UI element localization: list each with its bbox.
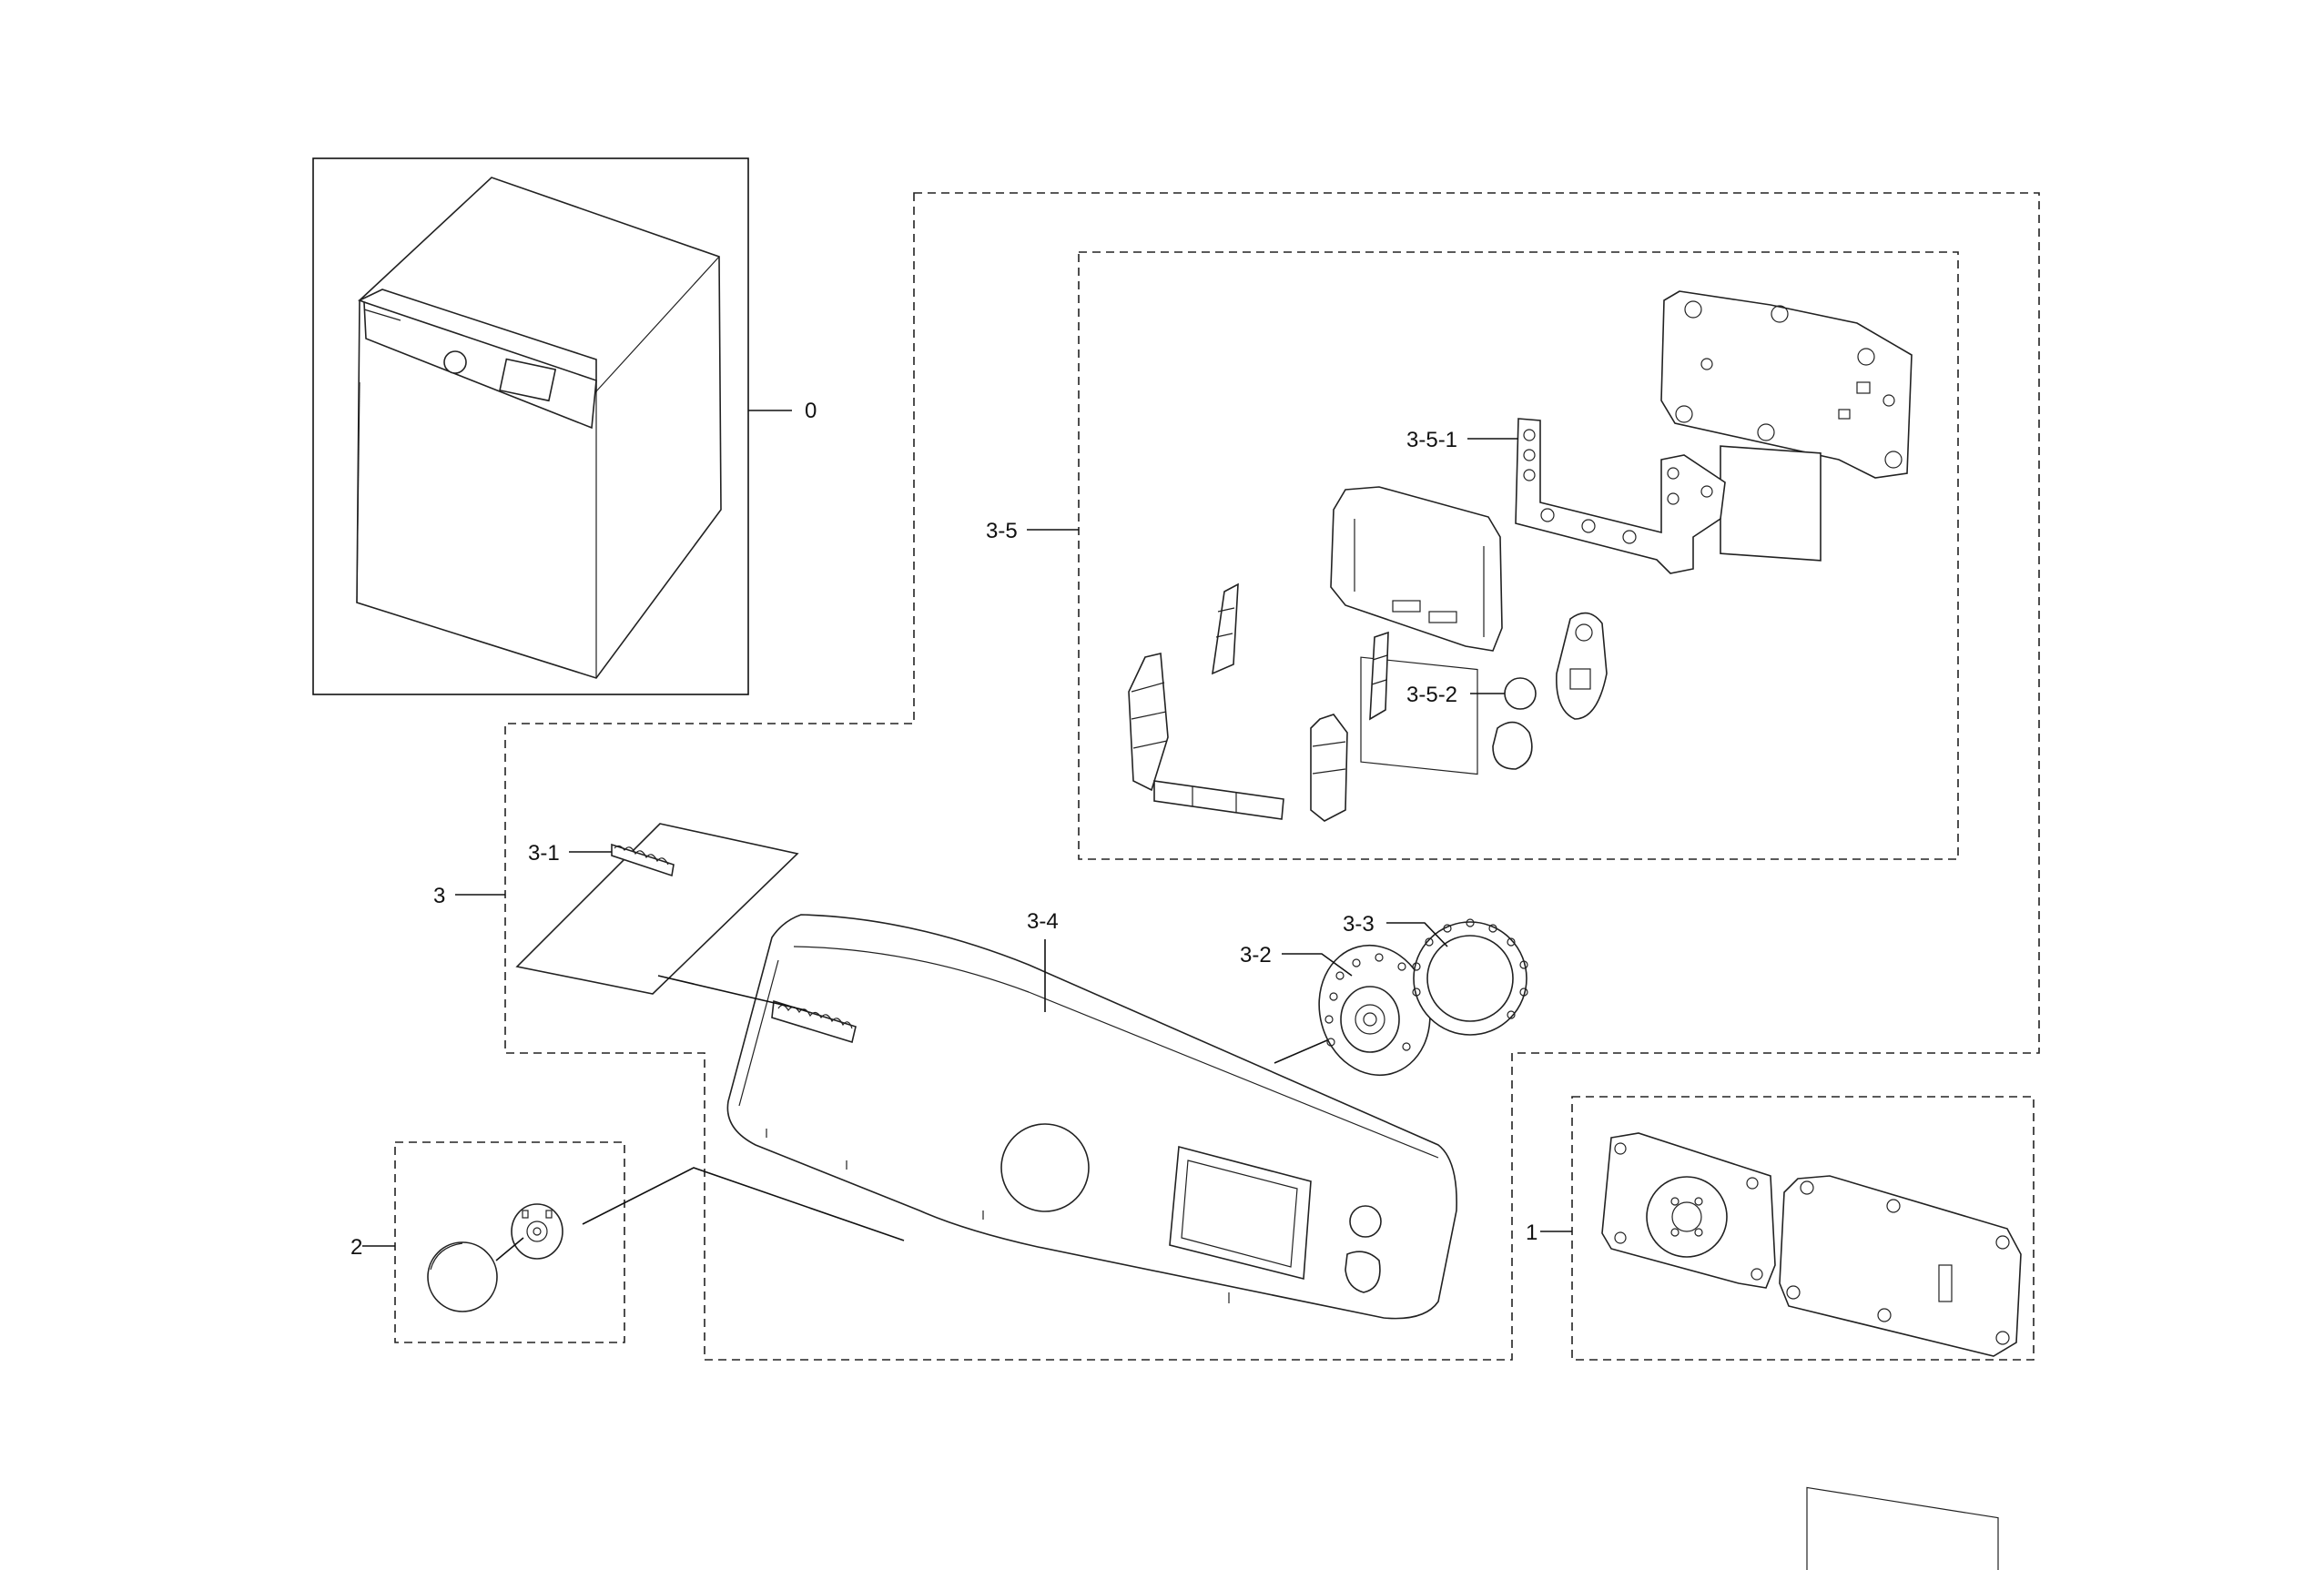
assembly-1-outline [1571,1096,2035,1361]
led-board-3-5-1 [1515,418,1726,574]
sub-pcb-1a [1601,1132,1776,1289]
label-3-2: 3-2 [1240,943,1272,967]
dryer-cabinet-icon [356,177,722,679]
label-3-5-2: 3-5-2 [1406,683,1457,707]
button-cap-3-5-2 [1492,612,1608,770]
sheet-3-1 [515,823,799,995]
label-3-5-1: 3-5-1 [1406,428,1457,452]
sub-pcb-1b [1779,1175,2022,1570]
label-1: 1 [1526,1221,1537,1245]
assembly-0-frame [312,157,749,695]
assembly-0-dryer-group: 0 [312,157,817,695]
knob-cap-2 [427,1203,563,1312]
knob-icon [1318,944,1431,1077]
label-3-4: 3-4 [1027,909,1059,934]
assembly-2-outline [394,1141,625,1343]
label-0: 0 [805,399,817,423]
label-2: 2 [350,1235,362,1260]
label-3-1: 3-1 [528,841,560,866]
label-3: 3 [433,884,445,908]
label-3-3: 3-3 [1343,912,1375,937]
label-3-5: 3-5 [986,519,1018,543]
encoder-ring-3-3 [1412,918,1528,1036]
control-panel-icon [726,914,1457,1320]
assembly-3-5-outline [1078,251,1959,860]
pcb-board-icon [1660,290,1913,562]
display-frame-icon [1330,486,1503,775]
button-strip-group [1128,582,1389,822]
assembly-3-outline [504,192,2040,1361]
